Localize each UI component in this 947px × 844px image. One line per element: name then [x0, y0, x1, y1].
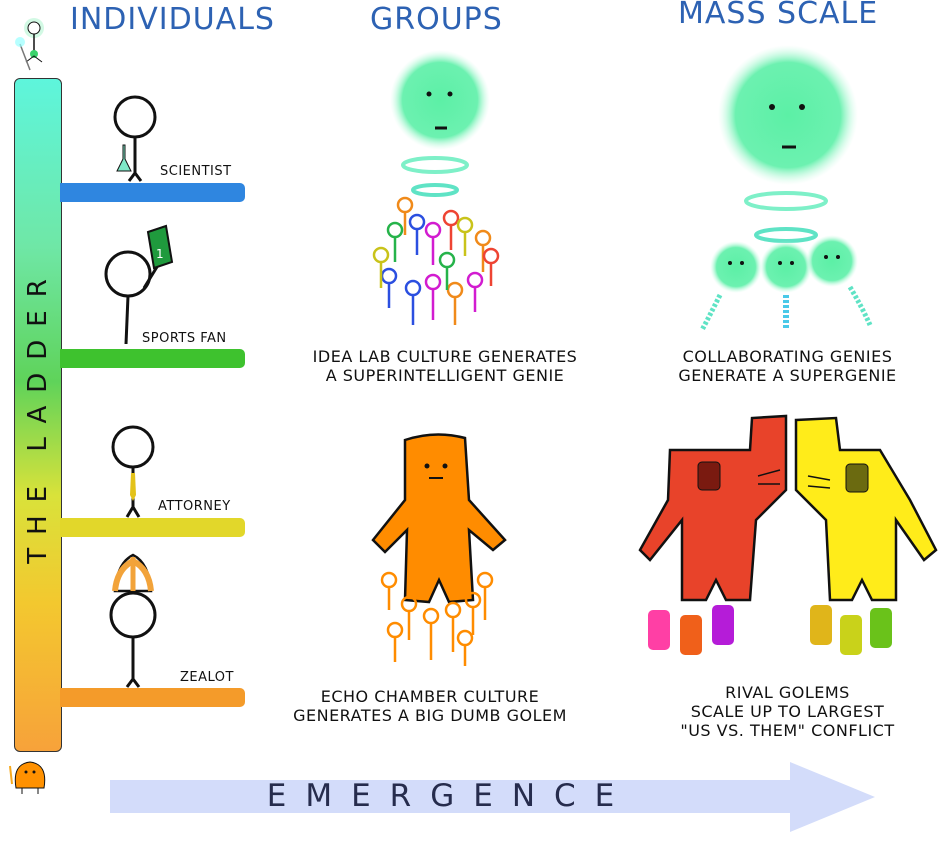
caption-line: COLLABORATING GENIES [682, 347, 893, 366]
supergenie-illustration [699, 45, 873, 332]
caption-line: GENERATE A SUPERGENIE [678, 366, 897, 385]
caption-collaborating-genies: COLLABORATING GENIES GENERATE A SUPERGEN… [620, 347, 947, 385]
rung-label-zealot: ZEALOT [180, 670, 234, 685]
header-groups: GROUPS [370, 2, 503, 37]
caption-line: ECHO CHAMBER CULTURE [320, 687, 540, 706]
rung-label-scientist: SCIENTIST [160, 164, 232, 179]
echo-chamber-golem-illustration [371, 433, 507, 666]
attorney-figure-icon [111, 425, 155, 518]
ladder-bar: THE LADDER [14, 78, 62, 752]
caption-rival-golems: RIVAL GOLEMS SCALE UP TO LARGEST "US VS.… [620, 683, 947, 740]
caption-line: "US VS. THEM" CONFLICT [680, 721, 895, 740]
orange-creature-icon [9, 761, 46, 794]
sports-fan-figure-icon: 1 [104, 224, 174, 345]
foam-finger-number: 1 [156, 247, 164, 261]
rival-golems-illustration [638, 414, 938, 655]
zealot-figure-icon [109, 553, 157, 688]
rung-label-sports-fan: SPORTS FAN [142, 331, 227, 346]
enlightened-figure-icon [15, 18, 44, 71]
rung-label-attorney: ATTORNEY [158, 499, 231, 514]
caption-line: RIVAL GOLEMS [725, 683, 850, 702]
emergence-arrow [110, 762, 875, 832]
scientist-figure-icon [113, 95, 157, 182]
ladder-title: THE LADDER [23, 266, 53, 564]
idea-lab-genie-illustration [372, 50, 500, 325]
rung-zealot [60, 688, 245, 707]
header-mass-scale: MASS SCALE [678, 0, 879, 31]
caption-line: GENERATES A BIG DUMB GOLEM [293, 706, 567, 725]
caption-line: SCALE UP TO LARGEST [690, 702, 885, 721]
header-individuals: INDIVIDUALS [70, 2, 275, 37]
caption-line: IDEA LAB CULTURE GENERATES [312, 347, 578, 366]
rung-sports-fan [60, 349, 245, 368]
rung-scientist [60, 183, 245, 202]
emergence-label: EMERGENCE [266, 778, 634, 814]
rung-attorney [60, 518, 245, 537]
caption-echo-chamber: ECHO CHAMBER CULTURE GENERATES A BIG DUM… [255, 687, 605, 725]
caption-line: A SUPERINTELLIGENT GENIE [325, 366, 565, 385]
caption-idea-lab: IDEA LAB CULTURE GENERATES A SUPERINTELL… [270, 347, 620, 385]
